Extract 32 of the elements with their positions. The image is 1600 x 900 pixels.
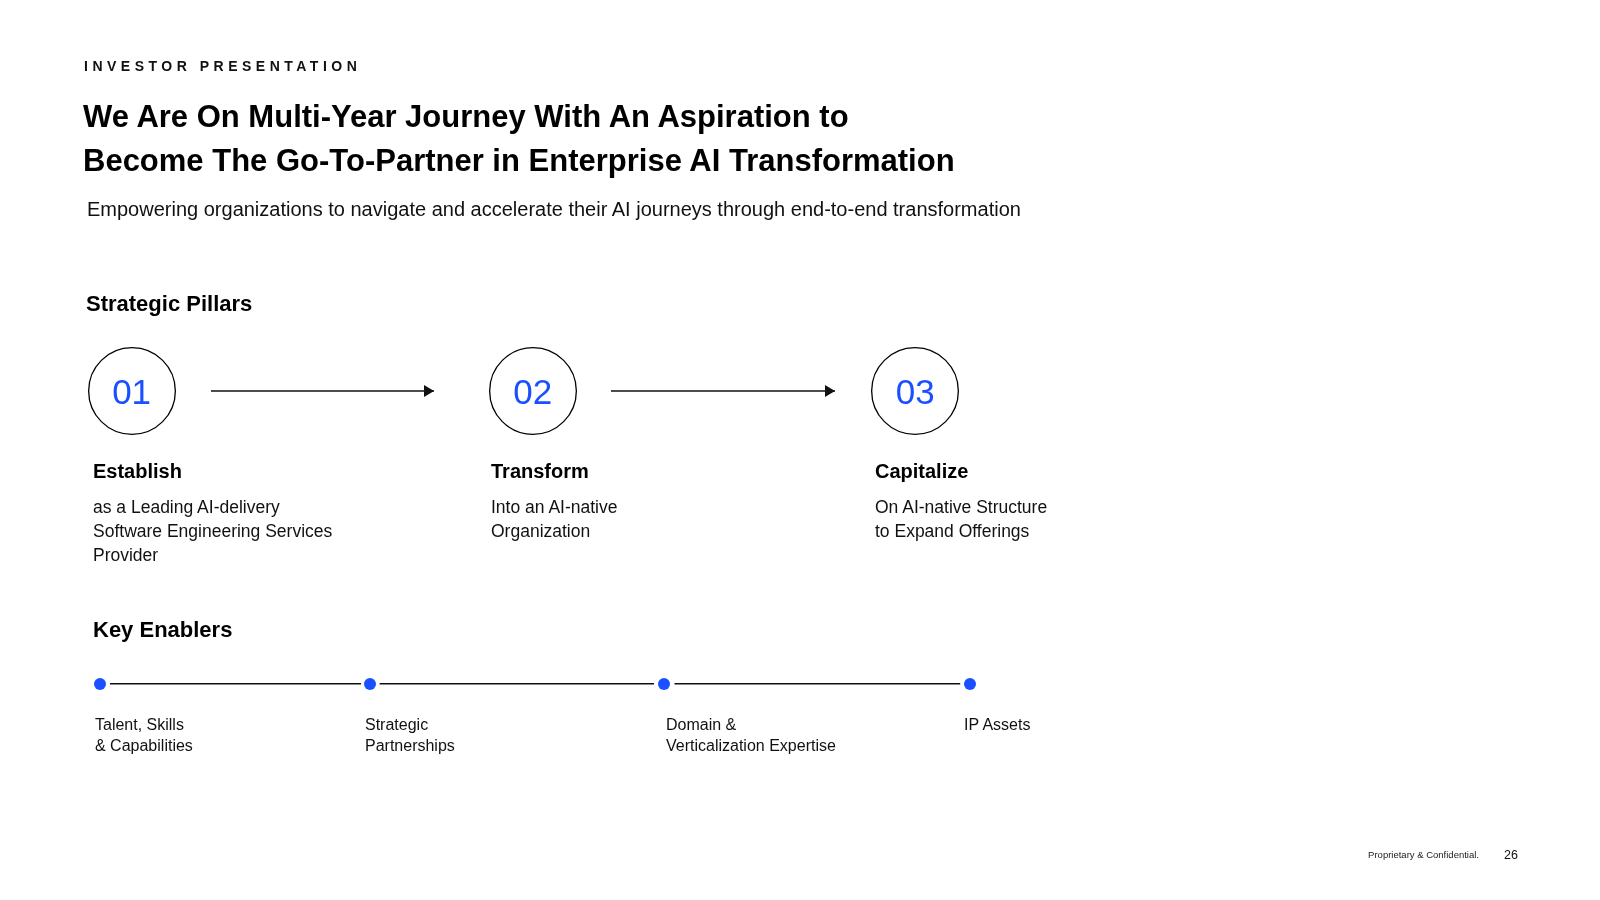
- step-description: Into an AI-native Organization: [491, 496, 619, 543]
- step-circle: [488, 347, 577, 435]
- step-title: Capitalize: [875, 459, 969, 483]
- step-circle: [871, 347, 960, 435]
- eyebrow-label: INVESTOR PRESENTATION: [84, 58, 362, 74]
- enabler-label: IP Assets: [964, 714, 1032, 735]
- step-title: Establish: [93, 459, 182, 483]
- section-heading: Strategic Pillars: [86, 291, 253, 317]
- enabler-label: Strategic Partnerships: [365, 714, 456, 756]
- arrow: [610, 385, 836, 397]
- enabler-label: Talent, Skills & Capabilities: [95, 714, 194, 756]
- connector-line: [673, 682, 961, 685]
- enabler-label: Domain & Verticalization Expertise: [666, 714, 837, 756]
- confidentiality-note: Proprietary & Confidential.: [1368, 849, 1479, 861]
- step-number: 02: [513, 373, 553, 409]
- page-number: 26: [1504, 848, 1518, 862]
- step-title: Transform: [491, 459, 589, 483]
- section-heading: Key Enablers: [93, 617, 233, 643]
- step-circle: [87, 347, 176, 435]
- connector-line: [378, 682, 655, 685]
- timeline-dot: [94, 677, 106, 690]
- timeline-dot: [964, 677, 977, 690]
- timeline-dot: [658, 677, 671, 690]
- arrow: [210, 385, 435, 397]
- step-description: as a Leading AI-delivery Software Engineering Services Provider: [93, 496, 334, 567]
- timeline-dot: [364, 677, 377, 690]
- step-number: 03: [895, 373, 935, 409]
- connector-line: [109, 682, 362, 685]
- step-number: 01: [112, 373, 152, 409]
- slide-title: We Are On Multi-Year Journey With An Aspiration to Become The Go-To-Partner in Enterprise AI Transformation: [83, 98, 956, 180]
- step-description: On AI-native Structure to Expand Offerings: [875, 496, 1049, 543]
- subtitle: Empowering organizations to navigate and accelerate their AI journeys through end-to-end transformation: [87, 197, 1021, 221]
